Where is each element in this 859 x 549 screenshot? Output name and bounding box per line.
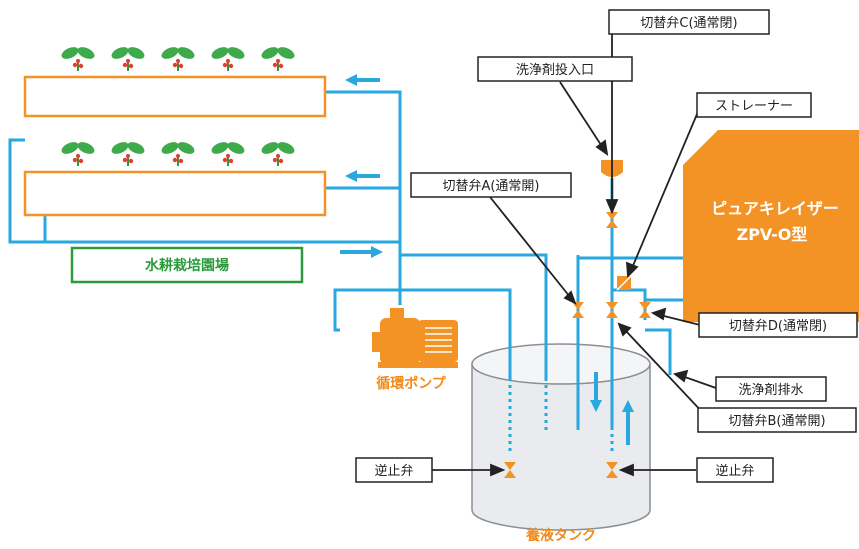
- detergent-drain-label: 洗浄剤排水: [738, 382, 803, 398]
- callout-valve-a: 切替弁A(通常開): [410, 172, 572, 198]
- seedlings-lower: [58, 138, 298, 167]
- callout-detergent-drain: 洗浄剤排水: [715, 376, 827, 402]
- arrow-icon: [590, 372, 602, 412]
- planter-lower: [23, 170, 327, 217]
- purifier-label-line2: ZPV-O型: [737, 225, 808, 244]
- check-valve-right-label: 逆止弁: [715, 463, 754, 479]
- seedling-icon: [258, 43, 298, 72]
- callout-valve-d: 切替弁D(通常閉): [698, 312, 858, 338]
- valve-b-label: 切替弁B(通常開): [728, 414, 825, 429]
- valve-a-label: 切替弁A(通常開): [442, 179, 539, 194]
- valve-icon: [606, 212, 618, 228]
- tank-label: 養液タンク: [525, 527, 596, 544]
- strainer: [616, 275, 632, 291]
- callout-check-valve-right: 逆止弁: [696, 457, 774, 483]
- pump-label: 循環ポンプ: [376, 375, 447, 392]
- valve-icon: [572, 302, 584, 318]
- callout-valve-b: 切替弁B(通常開): [697, 407, 857, 433]
- purifier-label-line1: ピュアキレイザー: [711, 199, 839, 218]
- check-valve-left-label: 逆止弁: [374, 463, 413, 479]
- valve-c-label: 切替弁C(通常閉): [640, 16, 737, 31]
- detergent-inlet-label: 洗浄剤投入口: [516, 62, 594, 78]
- callout-detergent-inlet: 洗浄剤投入口: [477, 56, 633, 82]
- callout-valve-c: 切替弁C(通常閉): [608, 9, 770, 35]
- seedling-icon: [258, 138, 298, 167]
- planter-upper: [23, 75, 327, 118]
- tank-internal-pipes: [508, 378, 614, 455]
- seedling-icon: [158, 43, 198, 72]
- valve-icon: [606, 302, 618, 318]
- seedling-icon: [208, 138, 248, 167]
- arrow-icon: [622, 400, 634, 445]
- valve-icon: [639, 302, 651, 318]
- seedling-icon: [108, 138, 148, 167]
- flow-arrows: [340, 74, 634, 445]
- strainer-label: ストレーナー: [715, 99, 793, 114]
- arrow-icon: [345, 74, 380, 86]
- callout-check-valve-left: 逆止弁: [355, 457, 433, 483]
- seedling-icon: [158, 138, 198, 167]
- seedling-icon: [58, 138, 98, 167]
- nutrient-tank: [471, 343, 651, 531]
- seedling-icon: [108, 43, 148, 72]
- farm-label-box: 水耕栽培園場: [70, 246, 304, 284]
- farm-label: 水耕栽培園場: [145, 257, 229, 274]
- pump-icon: [372, 308, 458, 368]
- arrow-icon: [345, 170, 380, 182]
- seedling-icon: [58, 43, 98, 72]
- callout-strainer: ストレーナー: [696, 92, 812, 118]
- seedling-icon: [208, 43, 248, 72]
- valve-d-label: 切替弁D(通常閉): [729, 319, 827, 334]
- seedlings-upper: [58, 43, 298, 72]
- arrow-icon: [340, 246, 383, 258]
- purifier-unit: ピュアキレイザー ZPV-O型: [683, 130, 859, 322]
